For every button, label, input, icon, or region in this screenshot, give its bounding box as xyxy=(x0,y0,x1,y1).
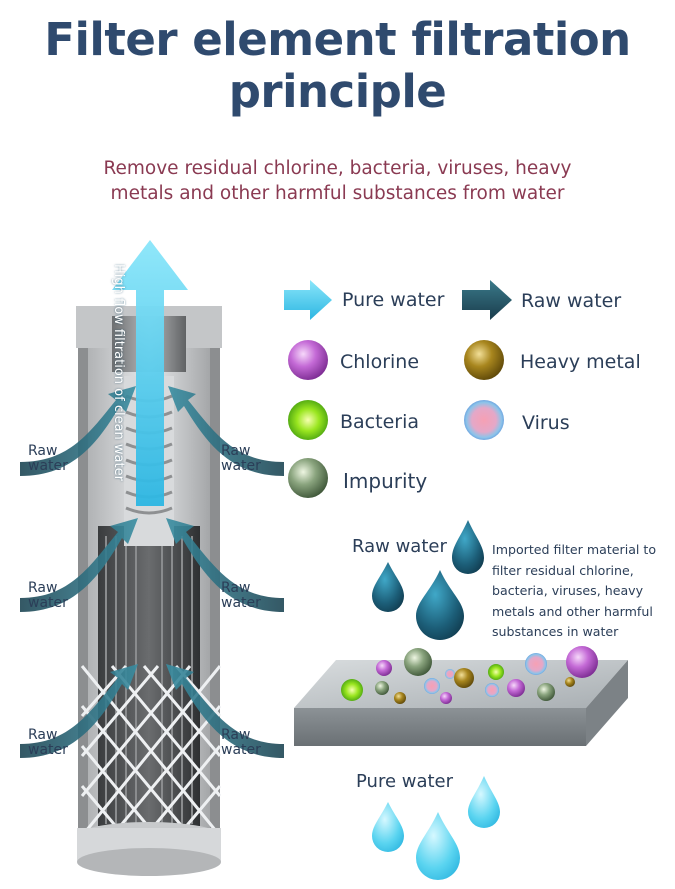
impurity-icon xyxy=(288,458,328,498)
raw-water-drops xyxy=(372,520,484,640)
raw-water-arrow-icon xyxy=(462,280,512,320)
raw-water-inflow-arrows-right xyxy=(166,386,284,758)
raw-water-label-left-mid: Raw water xyxy=(28,580,68,611)
pure-water-drop-icon xyxy=(372,802,404,852)
demo-pure-water-label: Pure water xyxy=(356,771,454,792)
raw-water-label-right-mid: Raw water xyxy=(221,580,261,611)
legend-virus: Virus xyxy=(522,412,570,434)
raw-water-label-right-top: Raw water xyxy=(221,443,261,474)
demo-raw-water-label: Raw water xyxy=(352,536,447,557)
raw-water-label-left-top: Raw water xyxy=(28,443,68,474)
legend-heavy-metal: Heavy metal xyxy=(520,351,641,373)
virus-icon xyxy=(464,400,504,440)
subtitle: Remove residual chlorine, bacteria, viru… xyxy=(103,158,572,204)
legend-pure-water: Pure water xyxy=(342,289,445,311)
pure-water-arrow-icon xyxy=(284,280,332,320)
page-title: Filter element filtration principle xyxy=(44,13,631,118)
pure-water-drop-icon xyxy=(468,776,500,828)
legend-impurity: Impurity xyxy=(343,469,428,493)
heavy-metal-icon xyxy=(464,340,504,380)
filter-material-slab xyxy=(294,646,628,746)
filter-cartridge-illustration xyxy=(20,240,284,876)
legend-bacteria: Bacteria xyxy=(340,411,419,433)
pure-water-drops xyxy=(372,776,500,880)
pure-water-drop-icon xyxy=(416,812,460,880)
clean-water-outflow-arrow xyxy=(112,240,188,506)
clean-water-arrow-label: High flow filtration of clean water xyxy=(111,264,126,481)
raw-water-label-left-bottom: Raw water xyxy=(28,727,68,758)
raw-water-drop-icon xyxy=(372,562,404,612)
filter-mesh xyxy=(80,665,222,837)
raw-water-drop-icon xyxy=(416,570,464,640)
raw-water-inflow-arrows-left xyxy=(20,386,138,758)
bacteria-icon xyxy=(288,400,328,440)
trapped-particles xyxy=(341,646,598,704)
legend-chlorine: Chlorine xyxy=(340,351,420,373)
legend-raw-water: Raw water xyxy=(521,290,622,312)
filter-material-description: Imported filter material to filter resid… xyxy=(492,542,657,639)
raw-water-drop-icon xyxy=(452,520,484,574)
chlorine-icon xyxy=(288,340,328,380)
raw-water-label-right-bottom: Raw water xyxy=(221,727,261,758)
